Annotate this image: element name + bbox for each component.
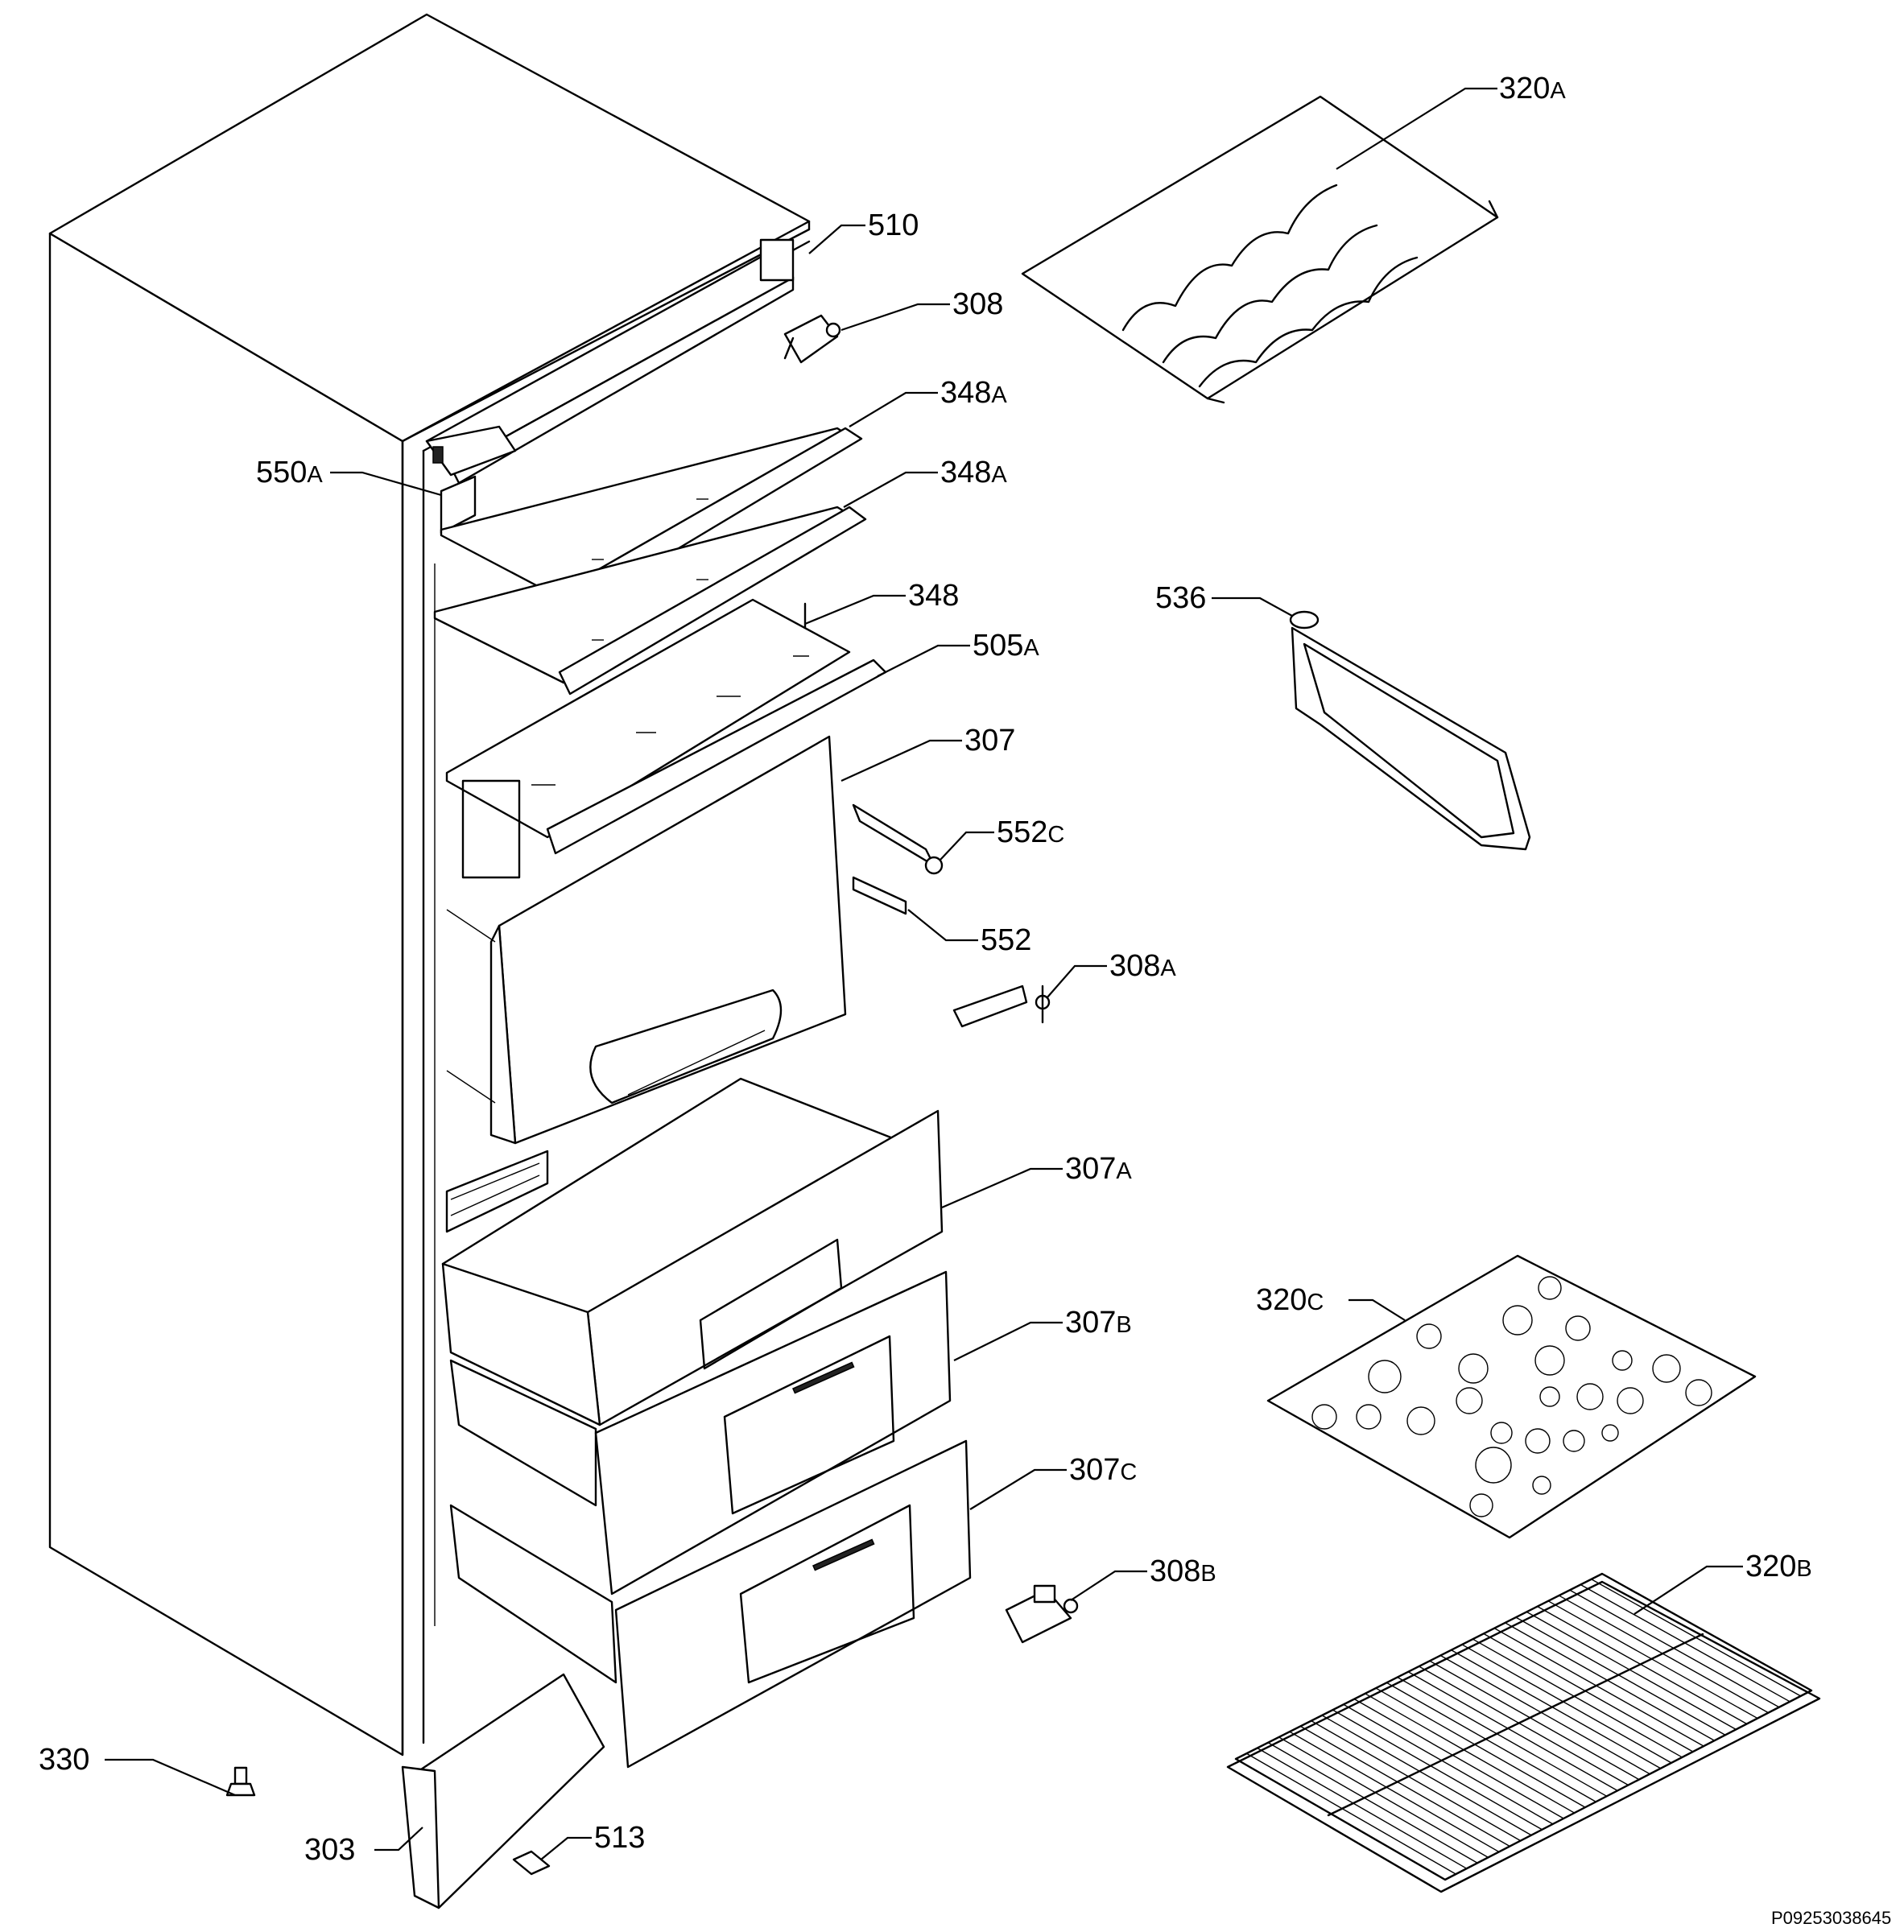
wire-bar — [1289, 1731, 1500, 1853]
wire-bar — [1332, 1709, 1543, 1831]
callout-307b: 307B — [1065, 1306, 1132, 1340]
rail-552c — [852, 803, 944, 875]
plinth-303 — [401, 1673, 605, 1909]
wire-bar — [1461, 1644, 1672, 1764]
bottle-rack-320a — [1021, 95, 1499, 404]
inner-wall-details — [445, 779, 549, 1233]
wire-bar — [1321, 1715, 1532, 1836]
drawer-307b — [449, 1270, 952, 1596]
glass-shelf-348a-lower — [433, 506, 867, 696]
shelf-505a — [445, 598, 887, 855]
wire-shelf-320b-bars — [1246, 1579, 1801, 1875]
callout-536: 536 — [1155, 581, 1206, 615]
drawer-307c — [449, 1439, 972, 1769]
cabinet — [48, 13, 811, 1757]
wire-bar — [1386, 1682, 1596, 1802]
callout-labels: 320A 510 308 348A 348A 550A 348 536 505A… — [39, 72, 1812, 1867]
callout-348a-1: 348A — [940, 376, 1007, 410]
callout-320c: 320C — [1256, 1283, 1324, 1317]
callout-307c: 307C — [1069, 1453, 1137, 1487]
wire-bar — [1257, 1747, 1468, 1869]
wire-bar — [1299, 1725, 1510, 1847]
perforated-plate-320c — [1266, 1254, 1757, 1539]
wire-bar — [1353, 1698, 1564, 1819]
callout-513: 513 — [594, 1821, 645, 1855]
wire-bar — [1493, 1628, 1704, 1747]
foot-330 — [225, 1766, 256, 1797]
rail-552 — [852, 876, 907, 915]
wire-bar — [1451, 1649, 1661, 1769]
hinge-308b — [1005, 1584, 1079, 1644]
hinge-308a — [952, 985, 1051, 1028]
wire-bar — [1547, 1600, 1758, 1719]
clip-513 — [512, 1850, 551, 1876]
callout-320b: 320B — [1745, 1550, 1812, 1583]
callout-308a: 308A — [1109, 949, 1176, 983]
freezer-flap-307 — [489, 735, 847, 1145]
callout-308b: 308B — [1150, 1554, 1216, 1588]
wire-bar — [1375, 1687, 1586, 1808]
divider-536 — [1289, 610, 1531, 851]
top-cover-510 — [425, 238, 795, 485]
wire-bar — [1559, 1595, 1769, 1714]
callout-505a: 505A — [973, 629, 1039, 663]
callout-552: 552 — [981, 923, 1031, 957]
drawer-307a — [441, 1077, 944, 1426]
callout-308: 308 — [952, 287, 1003, 321]
wire-bar — [1311, 1720, 1522, 1842]
wire-shelf-320b — [1226, 1572, 1821, 1893]
callout-303: 303 — [304, 1833, 355, 1867]
wire-bar — [1246, 1752, 1456, 1875]
wire-bar — [1505, 1622, 1715, 1741]
wire-bar — [1483, 1633, 1694, 1752]
wire-bar — [1365, 1693, 1575, 1814]
wire-bar — [1537, 1605, 1748, 1725]
wire-bar — [1439, 1654, 1650, 1775]
callout-550a: 550A — [256, 456, 323, 489]
callout-348a-2: 348A — [940, 456, 1007, 489]
wire-bar — [1429, 1660, 1640, 1781]
callout-330: 330 — [39, 1743, 89, 1777]
wire-bar — [1343, 1703, 1554, 1825]
wire-bar — [1267, 1742, 1478, 1864]
hinge-308 — [783, 314, 841, 364]
wire-bar — [1407, 1671, 1618, 1792]
callout-552c: 552C — [997, 815, 1064, 849]
callout-320a: 320A — [1499, 72, 1566, 105]
callout-510: 510 — [868, 208, 919, 242]
wire-bar — [1526, 1611, 1737, 1730]
wire-bar — [1515, 1616, 1726, 1736]
wire-bar — [1419, 1666, 1629, 1786]
leader-lines — [105, 87, 1743, 1860]
callout-307: 307 — [964, 724, 1015, 758]
reference-code: P09253038645 — [1771, 1908, 1891, 1928]
light-cover-550a — [440, 475, 477, 535]
wire-bar — [1472, 1638, 1683, 1758]
callout-348: 348 — [908, 579, 959, 613]
callout-307a: 307A — [1065, 1152, 1132, 1186]
wire-bar — [1278, 1736, 1489, 1858]
wire-bar — [1397, 1676, 1608, 1797]
